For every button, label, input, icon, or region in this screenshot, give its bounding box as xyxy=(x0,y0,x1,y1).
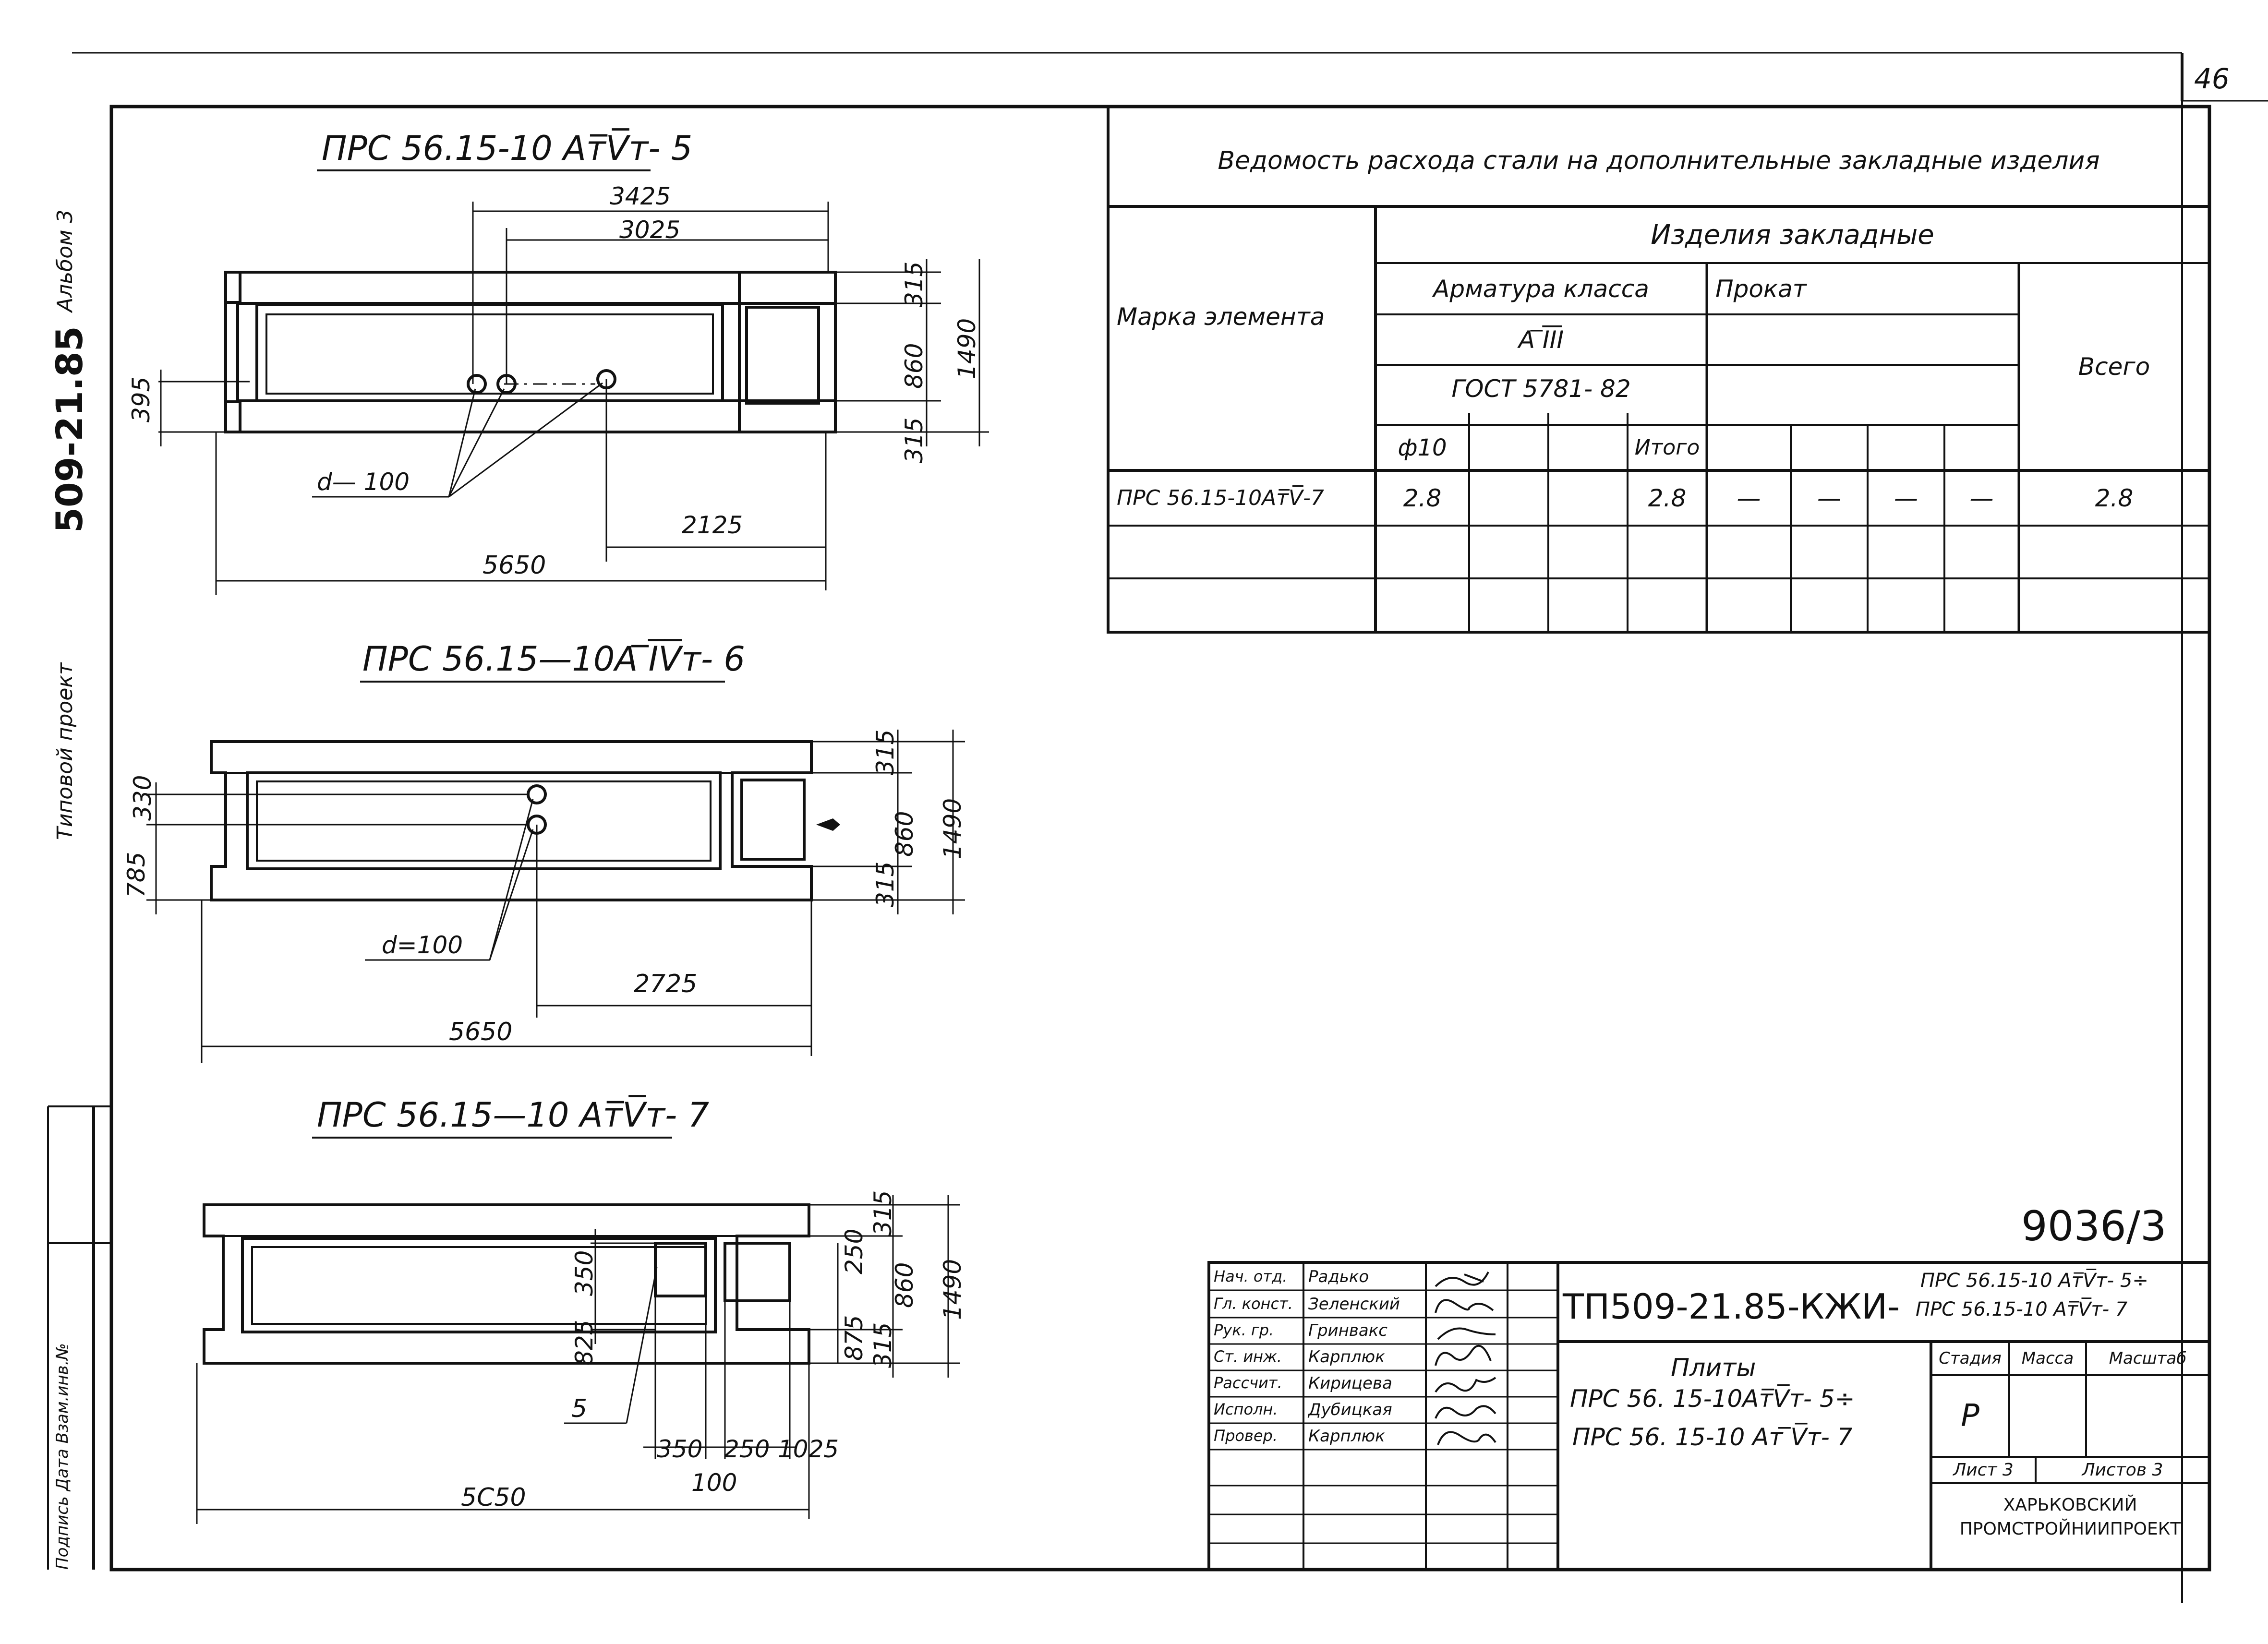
name-4: Кирицева xyxy=(1308,1374,1392,1393)
title-block-grid xyxy=(1207,1261,2211,1571)
dim-860: 860 xyxy=(900,343,928,389)
role-3: Ст. инж. xyxy=(1214,1347,1282,1366)
row-c3 xyxy=(1548,470,1628,526)
header-rebar-class: Арматура класса xyxy=(1433,275,1649,303)
doc-marks-1: ПРС 56.15-10 Ат̅V̅т- 5÷ xyxy=(1920,1270,2148,1292)
role-4: Рассчит. xyxy=(1214,1374,1282,1392)
stage-value: Р xyxy=(1961,1398,1979,1434)
header-total: Всего xyxy=(2078,353,2150,381)
dim-5650-2: 5650 xyxy=(449,1018,513,1046)
dim-2125: 2125 xyxy=(682,511,743,539)
drawing-name-1: Плиты xyxy=(1671,1354,1756,1382)
dim-315-top-3: 315 xyxy=(869,1190,897,1236)
slab-drawing-2 xyxy=(210,740,813,901)
dim-5650: 5650 xyxy=(483,551,546,580)
margin-project-type: Типовой проект xyxy=(53,662,77,840)
dim-3425: 3425 xyxy=(610,182,671,210)
dim-315-bottom-2: 315 xyxy=(871,861,899,907)
steel-table-grid xyxy=(1107,105,2211,634)
org-name-2: ПРОМСТРОЙНИИПРОЕКТ xyxy=(1959,1519,2181,1539)
hole-diameter-label-2: d=100 xyxy=(382,931,463,959)
dim-315-bottom-3: 315 xyxy=(869,1322,897,1368)
rebar-class-value: А ̅I̅I̅I xyxy=(1518,325,1564,354)
dim-100-bottom: 100 xyxy=(691,1469,737,1497)
dim-860-3: 860 xyxy=(891,1262,918,1308)
stage-label: Стадия xyxy=(1939,1349,2002,1368)
name-6: Карплюк xyxy=(1308,1427,1385,1446)
role-2: Рук. гр. xyxy=(1214,1321,1274,1339)
slab-drawing-3 xyxy=(203,1203,810,1365)
row-d10: 2.8 xyxy=(1403,484,1442,512)
archive-number: 9036/3 xyxy=(2021,1202,2167,1250)
dim-250-bottom: 250 xyxy=(724,1435,770,1463)
dim-330: 330 xyxy=(129,775,157,821)
dim-1025-bottom: 1025 xyxy=(778,1435,839,1463)
drawing-name-3: ПРС 56. 15-10 Ат ̅V̅т- 7 xyxy=(1572,1423,1853,1451)
dim-875: 875 xyxy=(840,1315,868,1361)
margin-stamp: Подпись Дата Взам.инв.№ xyxy=(53,1343,72,1570)
dim-315-bottom: 315 xyxy=(900,417,928,463)
scale-label: Масштаб xyxy=(2109,1349,2187,1368)
row-rolled-2: — xyxy=(1817,484,1841,512)
role-0: Нач. отд. xyxy=(1214,1267,1288,1285)
dim-1490-2: 1490 xyxy=(939,798,966,859)
rebar-gost: ГОСТ 5781- 82 xyxy=(1451,375,1631,403)
row-total: 2.8 xyxy=(2095,484,2134,512)
org-name-1: ХАРЬКОВСКИЙ xyxy=(2003,1495,2137,1515)
dim-350: 350 xyxy=(570,1250,598,1296)
dim-785: 785 xyxy=(122,852,150,898)
sheet-number: 46 xyxy=(2194,62,2230,95)
name-0: Радько xyxy=(1308,1267,1369,1286)
dim-315-top-2: 315 xyxy=(871,729,899,775)
dim-315-top: 315 xyxy=(900,261,928,307)
row-rolled-3: — xyxy=(1894,484,1918,512)
row-c2 xyxy=(1469,470,1548,526)
mass-label: Масса xyxy=(2021,1349,2074,1368)
name-2: Гринвакс xyxy=(1308,1321,1387,1340)
margin-project-code: 509-21.85 xyxy=(48,326,91,533)
sheet-label: Лист 3 xyxy=(1953,1460,2014,1480)
dim-1490: 1490 xyxy=(953,318,981,379)
header-element-mark: Марка элемента xyxy=(1117,303,1325,331)
role-6: Провер. xyxy=(1214,1427,1278,1445)
dim-3025: 3025 xyxy=(619,216,681,244)
dim-860-2: 860 xyxy=(891,811,918,857)
row-rolled-4: — xyxy=(1969,484,1994,512)
dim-5650-3: 5С50 xyxy=(461,1483,526,1512)
drawing-3-title: ПРС 56.15—10 Ат̅V̅т- 7 xyxy=(317,1095,710,1135)
role-5: Исполн. xyxy=(1214,1400,1278,1418)
header-products: Изделия закладные xyxy=(1651,219,1934,251)
drawing-2-title: ПРС 56.15—10А ̅I̅V̅т- 6 xyxy=(362,639,745,679)
dim-825: 825 xyxy=(570,1320,598,1366)
drawing-1-title: ПРС 56.15-10 Ат̅V̅т- 5 xyxy=(322,129,693,168)
header-d10: ф10 xyxy=(1398,434,1447,461)
drawing-name-2: ПРС 56. 15-10Ат̅V̅т- 5÷ xyxy=(1570,1385,1855,1413)
doc-marks-2: ПРС 56.15-10 Ат̅V̅т- 7 xyxy=(1916,1298,2128,1320)
slab-drawing-1 xyxy=(224,271,837,433)
doc-code: ТП509-21.85-КЖИ- xyxy=(1563,1286,1900,1327)
role-1: Гл. конст. xyxy=(1214,1295,1293,1313)
steel-table-title: Ведомость расхода стали на дополнительны… xyxy=(1218,146,2100,175)
dim-1490-3: 1490 xyxy=(939,1259,966,1320)
row-rolled-1: — xyxy=(1737,484,1761,512)
embedded-item-mark: 5 xyxy=(571,1394,588,1423)
header-itogo: Итого xyxy=(1634,435,1700,460)
sheets-label: Листов 3 xyxy=(2082,1460,2163,1480)
margin-album: Альбом 3 xyxy=(53,209,77,312)
hole-diameter-label: d— 100 xyxy=(317,468,410,496)
dim-395: 395 xyxy=(127,376,155,422)
dim-250: 250 xyxy=(840,1228,868,1274)
dim-2725: 2725 xyxy=(634,970,698,998)
name-1: Зеленский xyxy=(1308,1295,1400,1314)
header-rolled-steel: Прокат xyxy=(1715,275,1807,303)
row-mark: ПРС 56.15-10Ат̅V̅-7 xyxy=(1117,486,1324,510)
row-itogo: 2.8 xyxy=(1648,484,1687,512)
name-3: Карплюк xyxy=(1308,1347,1385,1367)
dim-350-bottom: 350 xyxy=(657,1435,703,1463)
name-5: Дубицкая xyxy=(1308,1400,1392,1419)
